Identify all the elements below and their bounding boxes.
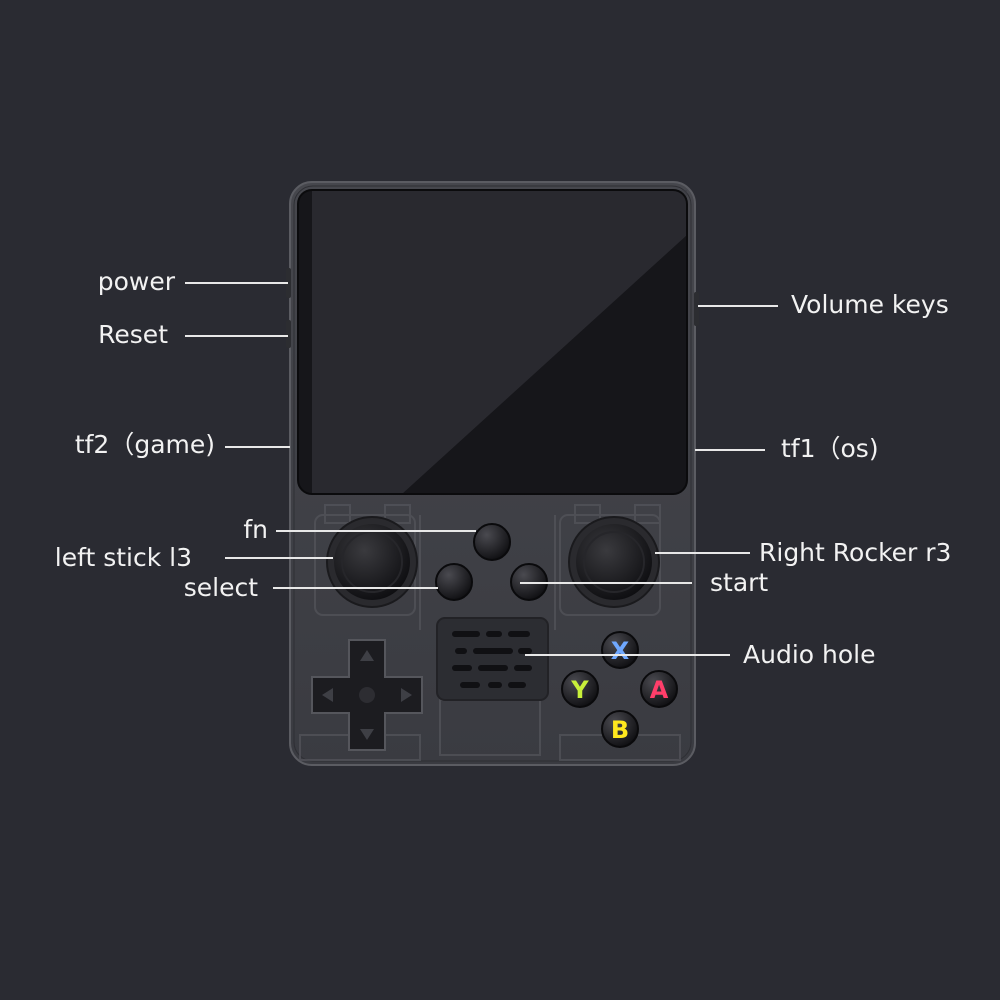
dpad-right-arrow-icon — [401, 688, 412, 702]
right-rocker-leader-line — [655, 552, 750, 554]
audio-hole-label: Audio hole — [743, 640, 876, 669]
dpad-up-arrow-icon — [360, 650, 374, 661]
reset-leader-line — [185, 335, 288, 337]
start-leader-line — [520, 582, 692, 584]
b-button[interactable] — [601, 710, 639, 748]
y-button[interactable] — [561, 670, 599, 708]
tf2-leader-line — [225, 446, 290, 448]
fn-leader-line — [276, 530, 476, 532]
y-button-letter: Y — [570, 676, 589, 704]
b-button-letter: B — [611, 716, 629, 744]
x-button[interactable] — [601, 631, 639, 669]
screen-glare — [312, 190, 687, 494]
power-button[interactable] — [286, 268, 291, 298]
dpad-down-arrow-icon — [360, 729, 374, 740]
left-stick-leader-line — [225, 557, 333, 559]
tf1-label: tf1（os) — [781, 434, 879, 463]
tf1-leader-line — [695, 449, 765, 451]
start-label: start — [710, 568, 769, 597]
dpad-left-arrow-icon — [322, 688, 333, 702]
audio-hole-leader-line — [525, 654, 730, 656]
reset-button[interactable] — [286, 320, 291, 348]
left-stick-label: left stick l3 — [54, 543, 192, 572]
reset-label: Reset — [98, 320, 168, 349]
select-label: select — [183, 573, 258, 602]
speaker-grille — [436, 617, 549, 701]
a-button-letter: A — [650, 676, 669, 704]
dpad[interactable] — [311, 639, 423, 751]
left-stick[interactable] — [326, 516, 418, 608]
power-leader-line — [185, 282, 288, 284]
volume-leader-line — [698, 305, 778, 307]
select-leader-line — [273, 587, 438, 589]
face-buttons: X Y A B — [561, 631, 678, 748]
fn-label: fn — [243, 515, 268, 544]
power-label: power — [97, 267, 175, 296]
right-stick[interactable] — [568, 516, 660, 608]
select-button[interactable] — [435, 563, 473, 601]
right-rocker-label: Right Rocker r3 — [759, 538, 952, 567]
tf2-label: tf2（game) — [74, 430, 215, 459]
volume-label: Volume keys — [791, 290, 949, 319]
volume-keys[interactable] — [694, 292, 699, 326]
x-button-letter: X — [611, 637, 630, 665]
fn-button[interactable] — [473, 523, 511, 561]
a-button[interactable] — [640, 670, 678, 708]
